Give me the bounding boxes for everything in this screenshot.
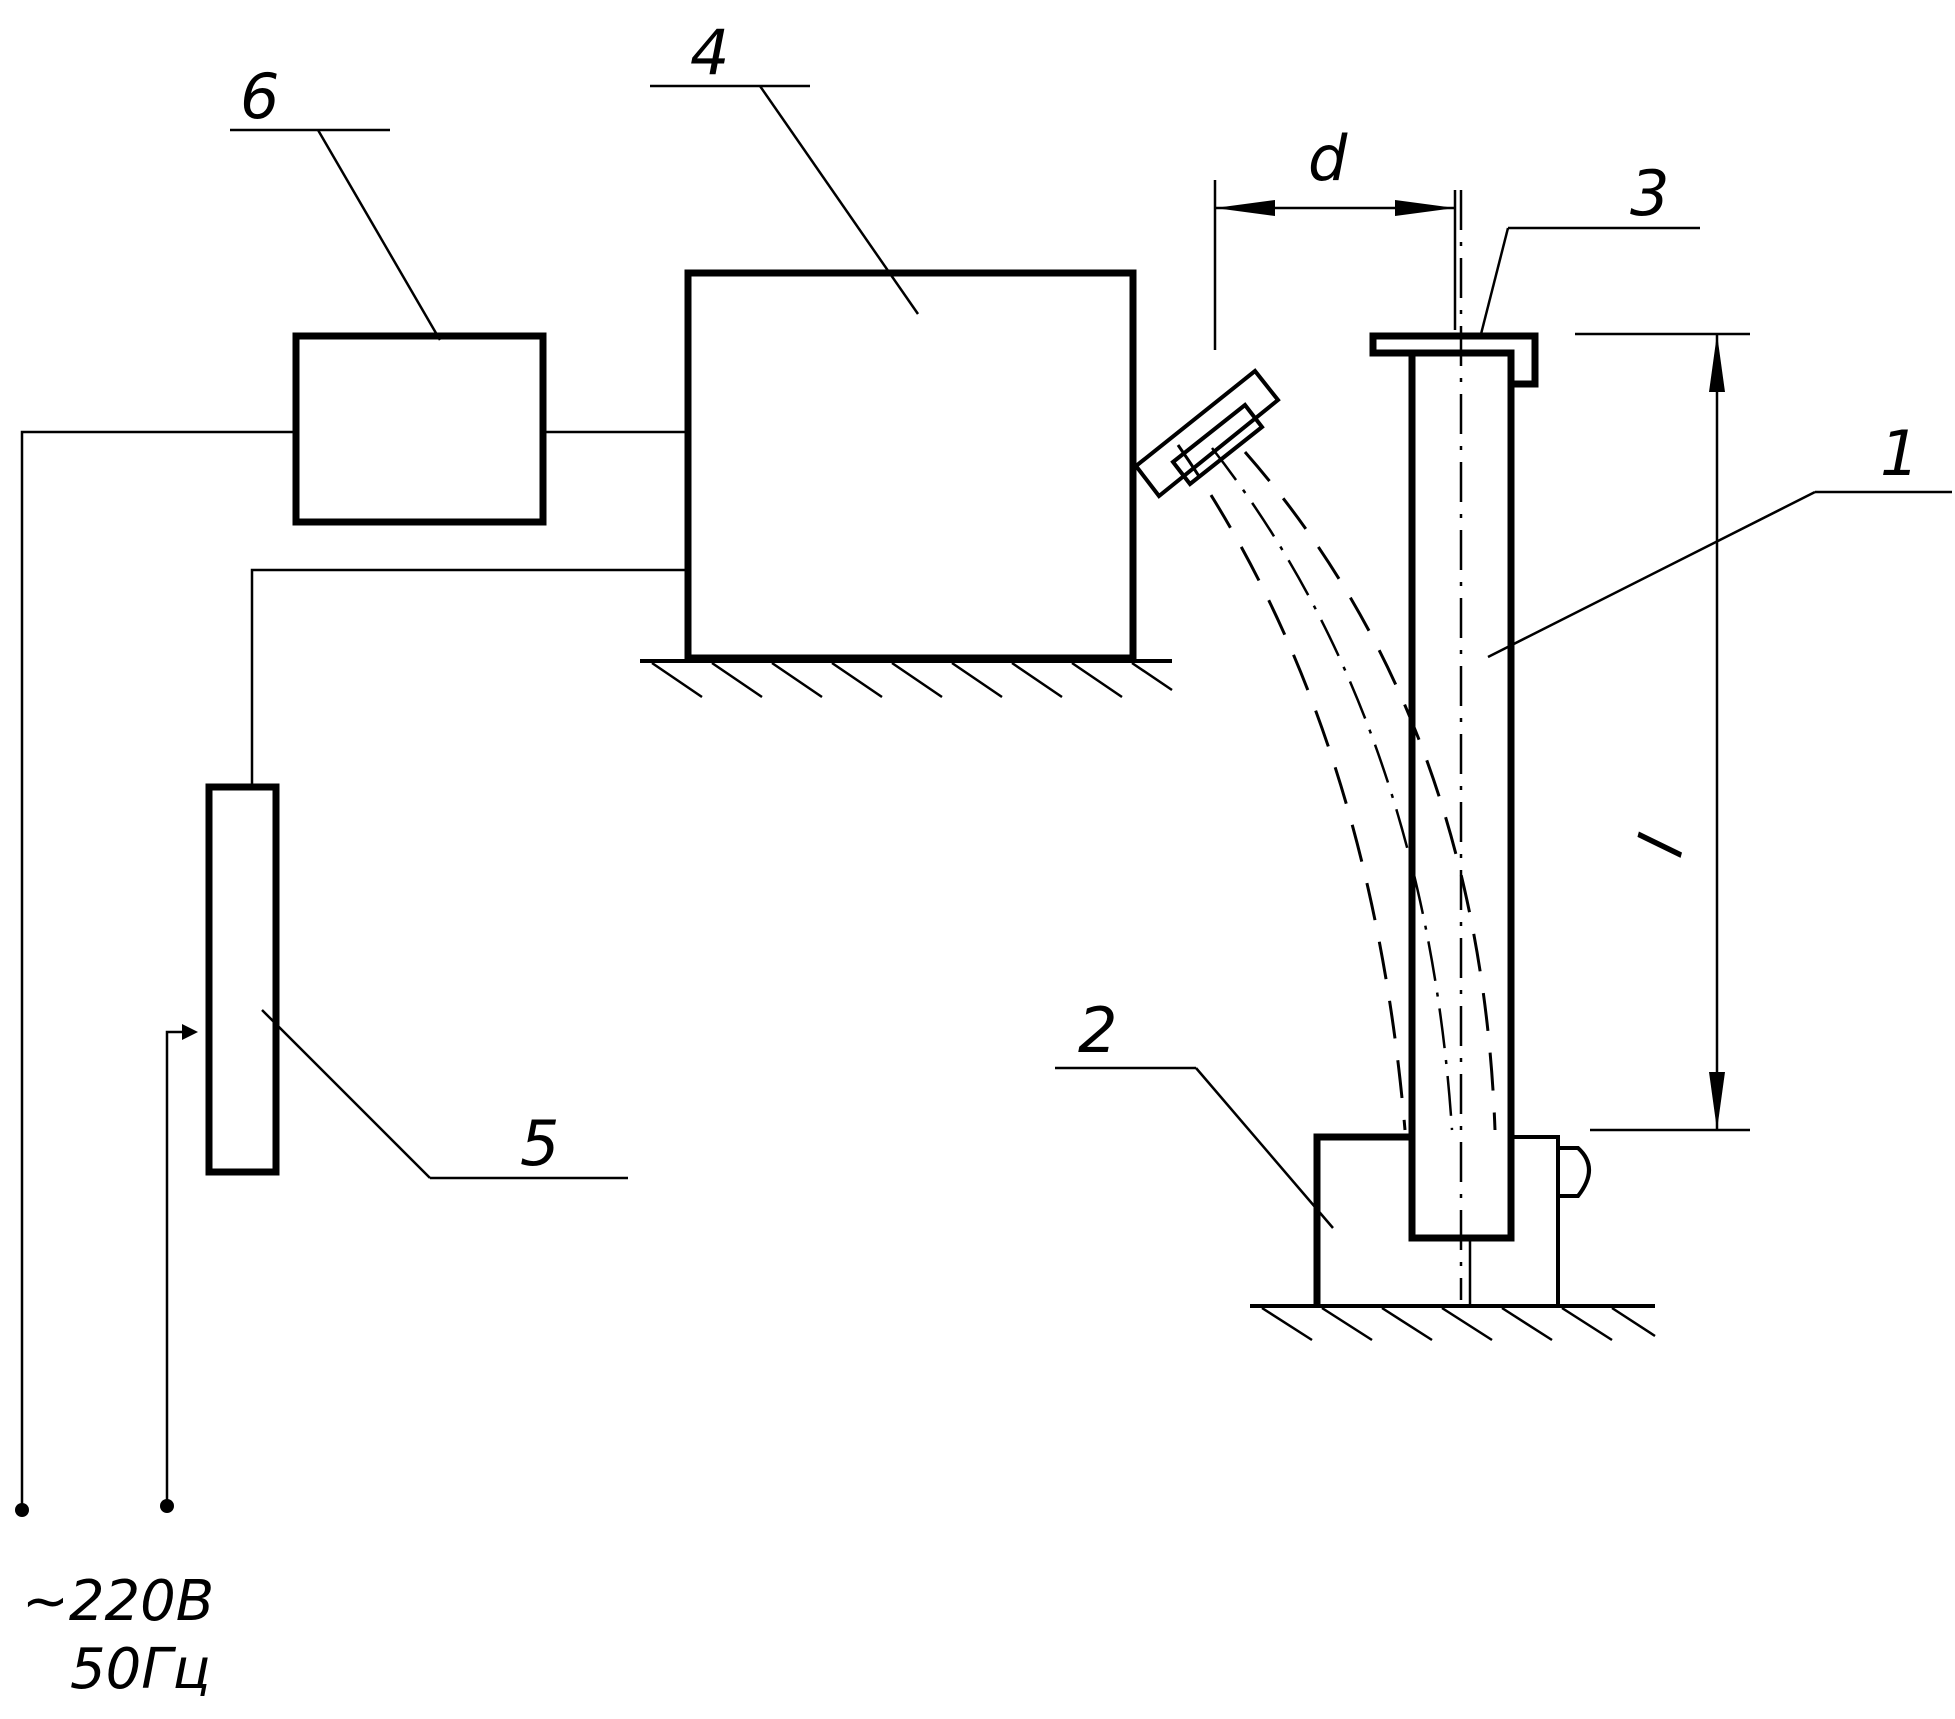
ground-hatch-4 [640, 661, 1172, 697]
clamp-2-left [1317, 1137, 1412, 1306]
ground-hatch-2 [1250, 1306, 1655, 1340]
dimension-d [1215, 180, 1455, 350]
label-4: 4 [690, 16, 729, 89]
deflected-specimen [1136, 371, 1495, 1130]
clamp-2-right [1511, 1137, 1558, 1306]
label-l: l [1624, 828, 1699, 864]
label-d: d [1308, 122, 1348, 195]
label-6: 6 [240, 60, 279, 133]
block-4 [688, 273, 1133, 658]
label-1: 1 [1880, 417, 1919, 490]
wire-4-to-5 [252, 570, 688, 787]
supply-wire-right [167, 1032, 195, 1504]
supply-terminal-left [15, 1503, 29, 1517]
label-3: 3 [1630, 157, 1669, 230]
voltage-label: ~220В [22, 1569, 214, 1634]
block-5-rheostat [209, 787, 276, 1172]
frequency-label: 50Гц [70, 1637, 211, 1702]
clamp-screw [1558, 1148, 1589, 1196]
label-5: 5 [520, 1107, 559, 1180]
supply-terminal-right [160, 1499, 174, 1513]
slider-arrow [182, 1024, 198, 1040]
block-6 [296, 336, 543, 522]
dimension-l [1575, 334, 1750, 1130]
label-2: 2 [1078, 994, 1117, 1067]
supply-wire-left [22, 432, 295, 1508]
